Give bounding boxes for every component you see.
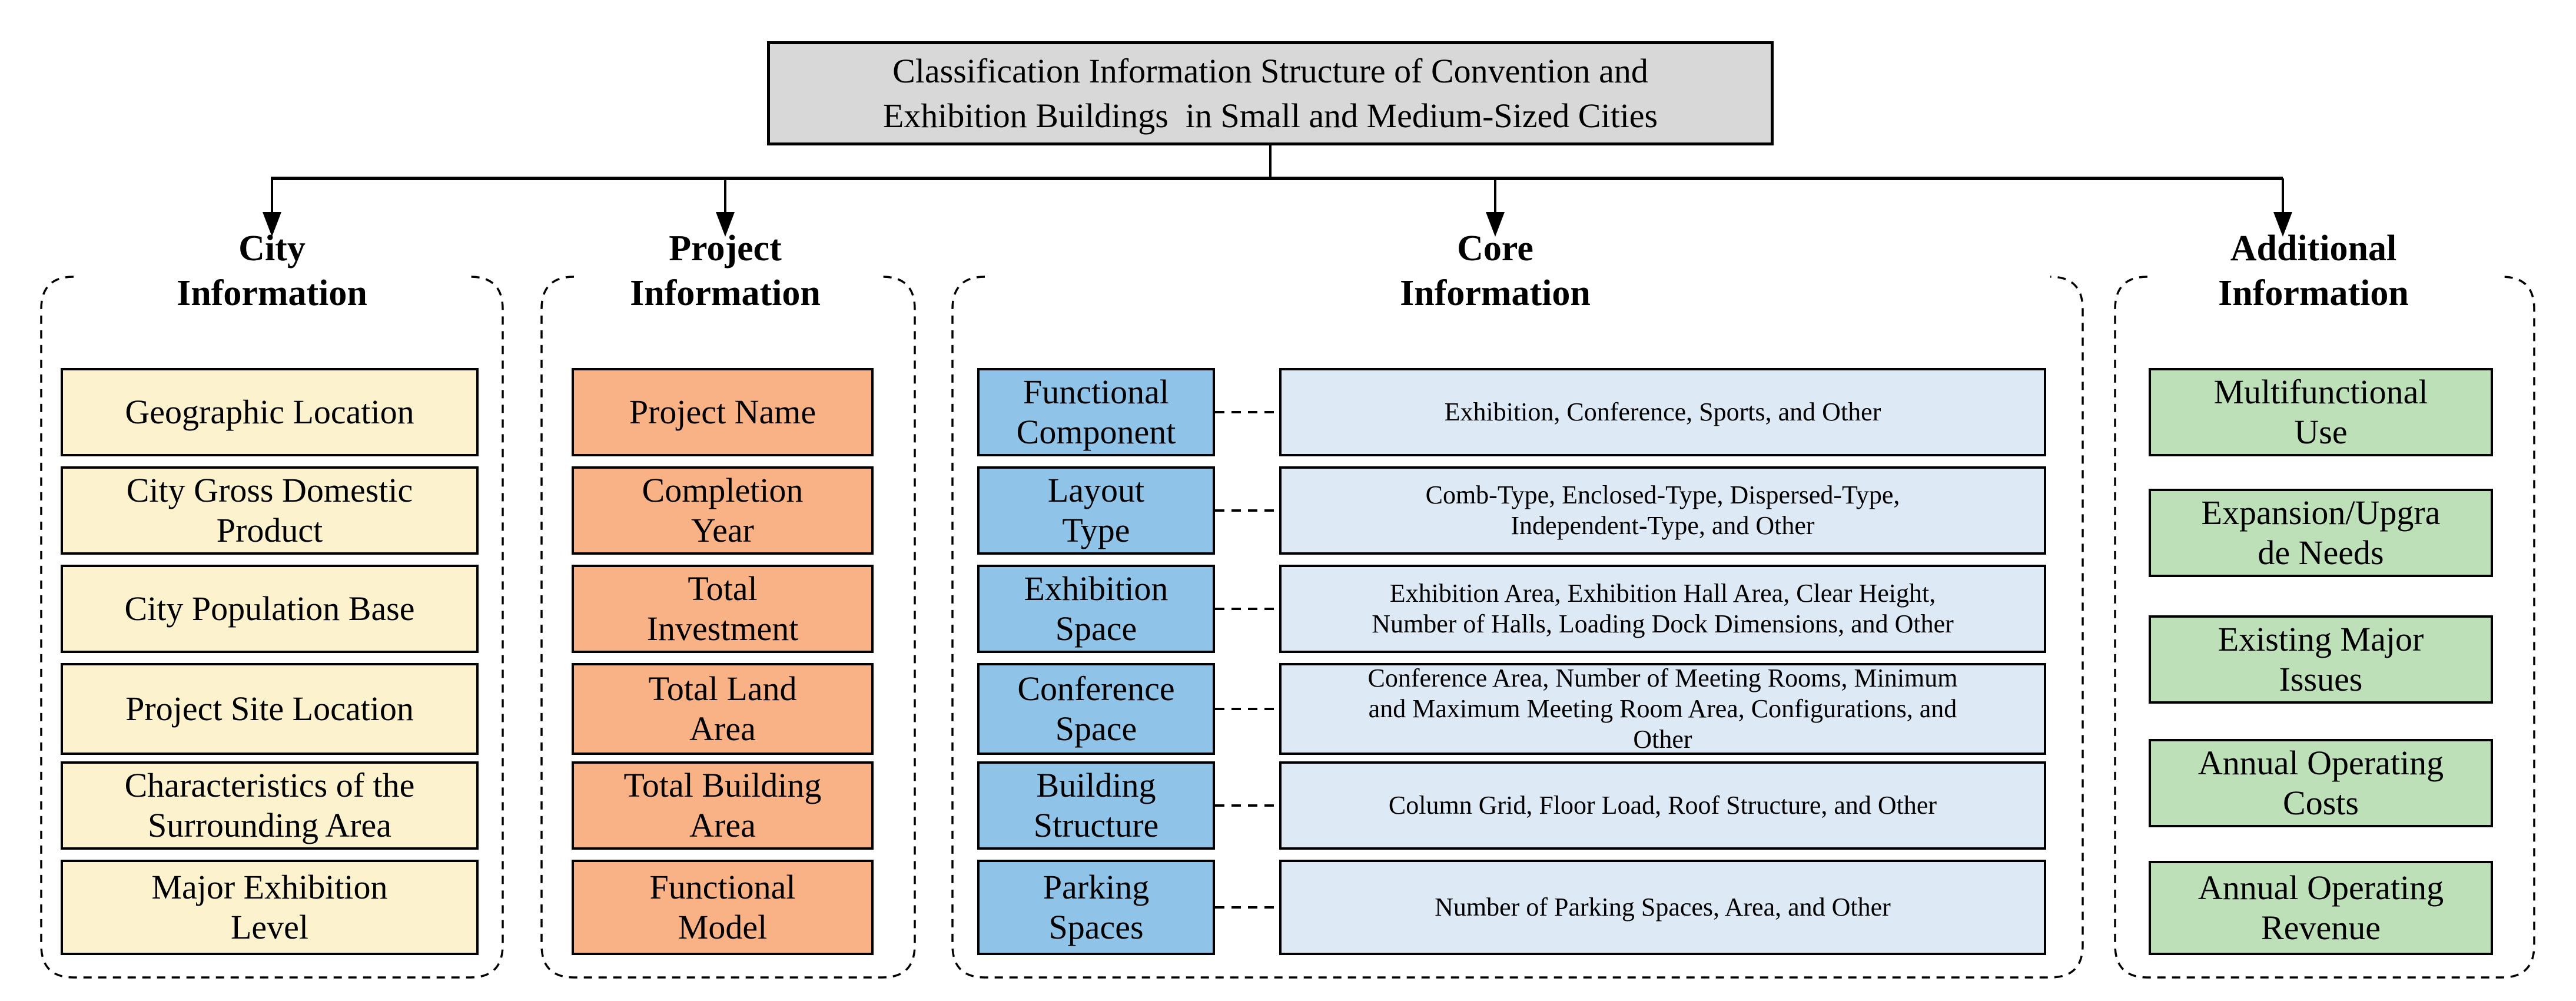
core-detail-box: Exhibition Area, Exhibition Hall Area, C…	[1279, 565, 2046, 653]
core-label-box: Building Structure	[977, 761, 1215, 850]
core-detail-box: Number of Parking Spaces, Area, and Othe…	[1279, 860, 2046, 955]
project-item-box: Total Building Area	[572, 761, 874, 850]
core-detail-box: Comb-Type, Enclosed-Type, Dispersed-Type…	[1279, 466, 2046, 555]
city-item-box: City Gross Domestic Product	[61, 466, 479, 555]
city-item-box: Project Site Location	[61, 663, 479, 755]
additional-item-box: Existing Major Issues	[2149, 615, 2493, 704]
project-item-box: Total Investment	[572, 565, 874, 653]
additional-item-box: Annual Operating Revenue	[2149, 861, 2493, 955]
core-detail-box: Column Grid, Floor Load, Roof Structure,…	[1279, 761, 2046, 850]
core-label-box: Conference Space	[977, 663, 1215, 755]
core-detail-box: Exhibition, Conference, Sports, and Othe…	[1279, 368, 2046, 456]
core-label-box: Exhibition Space	[977, 565, 1215, 653]
city-item-box: City Population Base	[61, 565, 479, 653]
core-column-header: Core Information	[1400, 228, 1591, 313]
additional-column-header: Additional Information	[2218, 228, 2409, 313]
diagram-title-text: Classification Information Structure of …	[882, 52, 1658, 135]
core-detail-box: Conference Area, Number of Meeting Rooms…	[1279, 663, 2046, 755]
additional-item-box: Annual Operating Costs	[2149, 739, 2493, 827]
core-label-box: Functional Component	[977, 368, 1215, 456]
core-label-box: Parking Spaces	[977, 860, 1215, 955]
project-item-box: Functional Model	[572, 860, 874, 955]
city-item-box: Characteristics of the Surrounding Area	[61, 761, 479, 850]
city-item-box: Geographic Location	[61, 368, 479, 456]
core-label-box: Layout Type	[977, 466, 1215, 555]
project-item-box: Project Name	[572, 368, 874, 456]
additional-item-box: Multifunctional Use	[2149, 368, 2493, 456]
project-column-header: Project Information	[630, 228, 821, 313]
additional-item-box: Expansion/Upgra de Needs	[2149, 489, 2493, 577]
city-column-header: City Information	[177, 228, 367, 313]
project-item-box: Completion Year	[572, 466, 874, 555]
diagram-title-box: Classification Information Structure of …	[767, 41, 1774, 145]
city-item-box: Major Exhibition Level	[61, 860, 479, 955]
project-item-box: Total Land Area	[572, 663, 874, 755]
